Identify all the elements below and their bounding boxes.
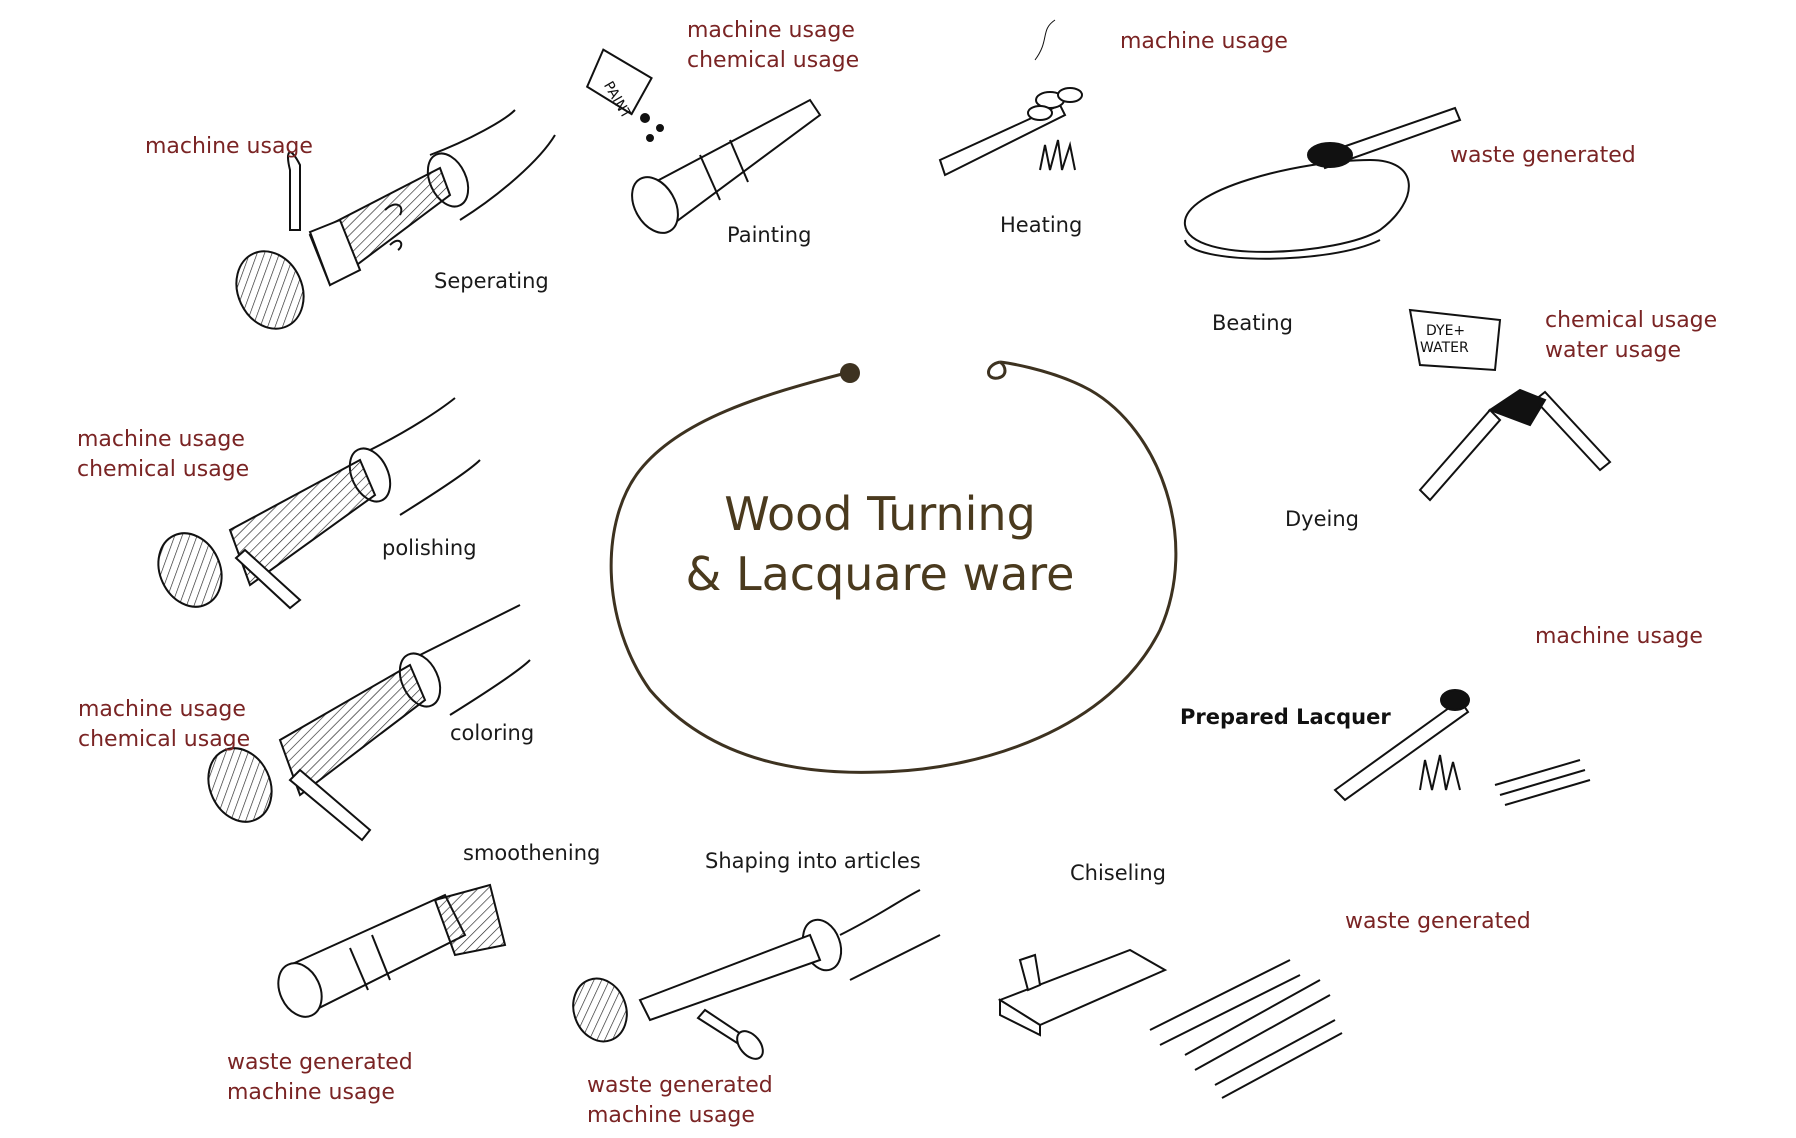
dye-can-text-1: DYE+: [1426, 323, 1465, 339]
impact-item: machine usage: [687, 18, 855, 43]
heating-illustration: [938, 19, 1083, 177]
step-label-smoothening: smoothening: [463, 841, 601, 865]
step-label-polishing: polishing: [382, 536, 477, 560]
title-line-1: Wood Turning: [724, 487, 1036, 541]
step-label-seperating: Seperating: [434, 269, 549, 293]
impact-item: machine usage: [77, 427, 245, 452]
impacts-dyeing: chemical usage water usage: [1545, 306, 1717, 366]
impact-item: machine usage: [1535, 624, 1703, 649]
shaping-illustration: [572, 889, 941, 1060]
impact-item: machine usage: [587, 1103, 755, 1128]
lathe-chuck: [235, 250, 305, 330]
impacts-lacquer: machine usage: [1535, 622, 1703, 652]
impact-item: chemical usage: [1545, 308, 1718, 333]
chiseling-illustration: [997, 948, 1343, 1099]
lacquer-illustration: [1333, 689, 1591, 806]
step-label-dyeing: Dyeing: [1285, 507, 1359, 531]
impacts-painting: machine usage chemical usage: [687, 16, 859, 76]
polishing-illustration: [157, 397, 481, 610]
impact-item: machine usage: [145, 134, 313, 159]
impacts-seperating: machine usage: [145, 132, 313, 162]
impacts-heating: machine usage: [1120, 27, 1288, 57]
step-label-coloring: coloring: [450, 721, 535, 745]
beating-dark-end: [1307, 142, 1353, 168]
step-label-shaping: Shaping into articles: [705, 849, 921, 873]
impact-item: waste generated: [1345, 909, 1531, 934]
central-loop: [609, 360, 1178, 774]
step-label-lacquer: Prepared Lacquer: [1180, 705, 1391, 729]
diagram-title: Wood Turning & Lacquare ware: [620, 484, 1140, 604]
step-label-heating: Heating: [1000, 213, 1083, 237]
beating-illustration: [1183, 106, 1462, 260]
impacts-smoothening: waste generated machine usage: [227, 1048, 413, 1108]
impact-item: waste generated: [1450, 143, 1636, 168]
impact-item: water usage: [1545, 338, 1682, 363]
painting-illustration: PAINT: [585, 48, 822, 234]
loop-start-dot: [840, 363, 860, 383]
coloring-illustration: [207, 604, 531, 842]
impacts-beating: waste generated: [1450, 141, 1636, 171]
impacts-chiseling: waste generated: [1345, 907, 1531, 937]
smoothening-illustration: [277, 883, 507, 1018]
seperating-illustration: [235, 109, 556, 330]
impact-item: chemical usage: [687, 48, 860, 73]
step-label-painting: Painting: [727, 223, 812, 247]
impacts-polishing: machine usage chemical usage: [77, 425, 249, 485]
impact-item: waste generated: [587, 1073, 773, 1098]
step-label-chiseling: Chiseling: [1070, 861, 1166, 885]
impacts-shaping: waste generated machine usage: [587, 1071, 773, 1131]
title-line-2: & Lacquare ware: [685, 547, 1075, 601]
impact-item: waste generated: [227, 1050, 413, 1075]
impacts-coloring: machine usage chemical usage: [78, 695, 250, 755]
loop-end-curl: [987, 360, 1007, 380]
impact-item: chemical usage: [77, 457, 250, 482]
step-label-beating: Beating: [1212, 311, 1293, 335]
impact-item: chemical usage: [78, 727, 251, 752]
impact-item: machine usage: [78, 697, 246, 722]
dyeing-illustration: DYE+ WATER: [1408, 308, 1612, 502]
impact-item: machine usage: [1120, 29, 1288, 54]
dye-can-text-2: WATER: [1420, 340, 1469, 356]
impact-item: machine usage: [227, 1080, 395, 1105]
